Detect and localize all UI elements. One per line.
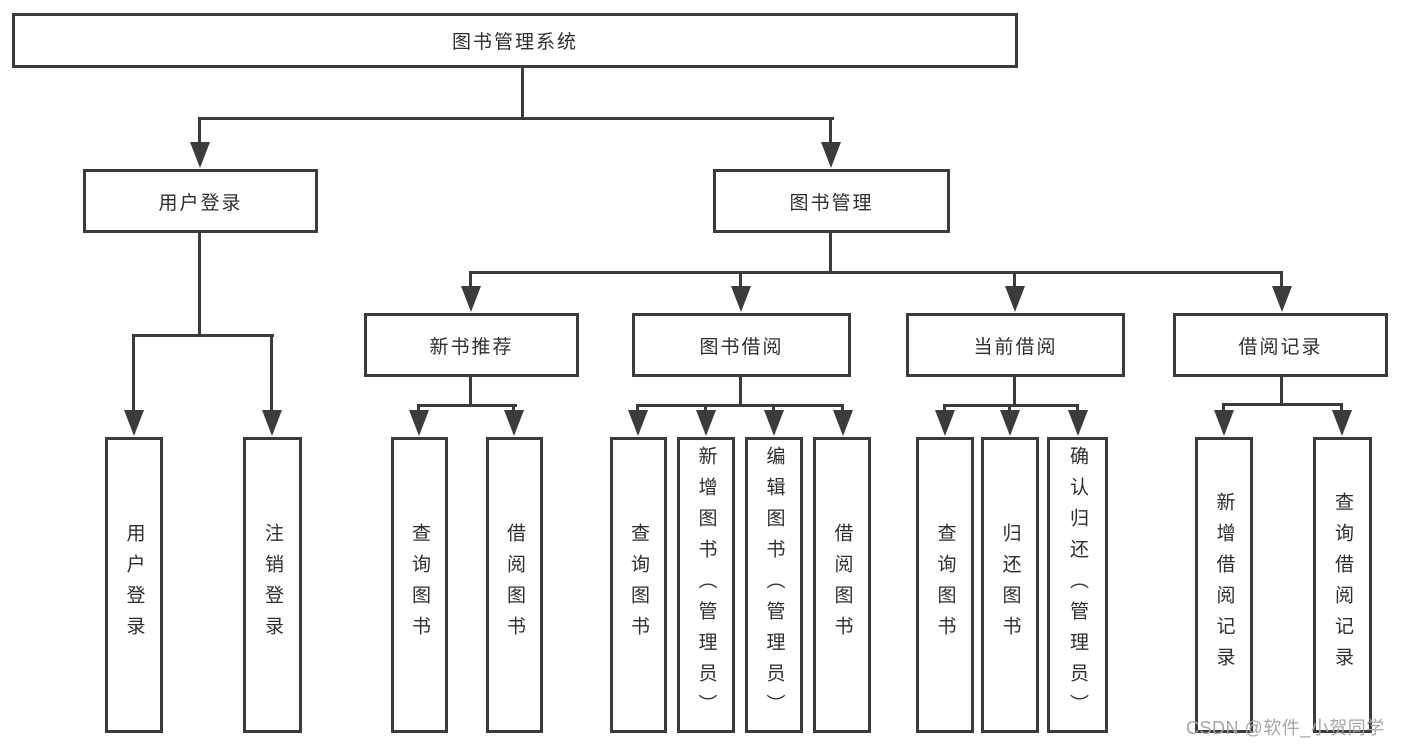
node-system-root: 图书管理系统 [12, 13, 1018, 68]
node-borrow-records: 借阅记录 [1173, 313, 1388, 377]
connector-root-drop-left [198, 117, 201, 150]
connector-borrowrecords-bar [1222, 403, 1343, 406]
arrowhead-leaf-query-book-rec [409, 410, 429, 436]
arrowhead-leaf-query-book-borrow [628, 410, 648, 436]
arrowhead-leaf-query-borrow-record [1332, 410, 1352, 436]
connector-borrowrecords-drop-2 [1340, 403, 1343, 416]
connector-root-stem [521, 68, 524, 120]
arrowhead-leaf-return-book [1000, 410, 1020, 436]
leaf-borrow-book-rec: 借阅图书 [486, 437, 543, 733]
connector-borrowrecords-stem [1280, 377, 1283, 406]
arrowhead-current-borrow [1005, 286, 1025, 312]
leaf-edit-book-admin: 编辑图书（管理员） [745, 437, 803, 733]
connector-bookmgmt-stem [829, 233, 832, 274]
connector-newbookrec-stem [469, 377, 472, 407]
leaf-confirm-return-admin: 确认归还（管理员） [1047, 437, 1108, 733]
arrowhead-user-login [190, 142, 210, 168]
connector-currentborrow-stem [1013, 377, 1016, 407]
connector-userlogin-drop-1 [132, 334, 135, 414]
leaf-add-borrow-record: 新增借阅记录 [1195, 437, 1253, 733]
arrowhead-leaf-borrow-book-rec [504, 410, 524, 436]
arrowhead-leaf-edit-book-admin [764, 410, 784, 436]
connector-newbookrec-bar [417, 404, 517, 407]
connector-userlogin-drop-2 [270, 334, 273, 414]
leaf-query-borrow-record: 查询借阅记录 [1313, 437, 1372, 733]
node-current-borrow: 当前借阅 [906, 313, 1125, 377]
arrowhead-leaf-logout [262, 410, 282, 436]
connector-bookmgmt-drop-3 [1013, 271, 1016, 291]
leaf-query-book-rec: 查询图书 [391, 437, 448, 733]
node-new-book-rec: 新书推荐 [364, 313, 579, 377]
connector-root-bar [198, 117, 834, 120]
connector-root-drop-right [829, 117, 832, 150]
arrowhead-borrow-records [1272, 286, 1292, 312]
leaf-logout-login: 注销登录 [243, 437, 302, 733]
connector-bookborrow-bar [636, 404, 844, 407]
connector-bookmgmt-drop-2 [739, 271, 742, 291]
connector-userlogin-stem [198, 233, 201, 337]
leaf-query-book-current: 查询图书 [916, 437, 974, 733]
arrowhead-leaf-borrow-book [833, 410, 853, 436]
arrowhead-leaf-query-book-current [935, 410, 955, 436]
leaf-query-book-borrow: 查询图书 [610, 437, 667, 733]
connector-bookmgmt-bar [469, 271, 1283, 274]
node-user-login: 用户登录 [83, 169, 318, 233]
leaf-borrow-book: 借阅图书 [813, 437, 871, 733]
arrowhead-leaf-user-login [124, 410, 144, 436]
arrowhead-new-book-rec [461, 286, 481, 312]
leaf-return-book: 归还图书 [981, 437, 1039, 733]
arrowhead-leaf-add-book-admin [696, 410, 716, 436]
node-book-borrow: 图书借阅 [632, 313, 851, 377]
connector-currentborrow-bar [943, 404, 1079, 407]
csdn-watermark: CSDN @软件_小贺同学 [1186, 718, 1385, 738]
leaf-user-login: 用户登录 [105, 437, 163, 733]
connector-bookborrow-stem [739, 377, 742, 407]
arrowhead-book-borrow [731, 286, 751, 312]
connector-borrowrecords-drop-1 [1222, 403, 1225, 416]
connector-userlogin-bar [132, 334, 274, 337]
arrowhead-leaf-add-borrow-record [1214, 410, 1234, 436]
connector-bookmgmt-drop-1 [469, 271, 472, 291]
arrowhead-leaf-confirm-return [1068, 410, 1088, 436]
leaf-add-book-admin: 新增图书（管理员） [677, 437, 735, 733]
arrowhead-book-mgmt [821, 142, 841, 168]
connector-bookmgmt-drop-4 [1280, 271, 1283, 291]
node-book-mgmt: 图书管理 [713, 169, 950, 233]
